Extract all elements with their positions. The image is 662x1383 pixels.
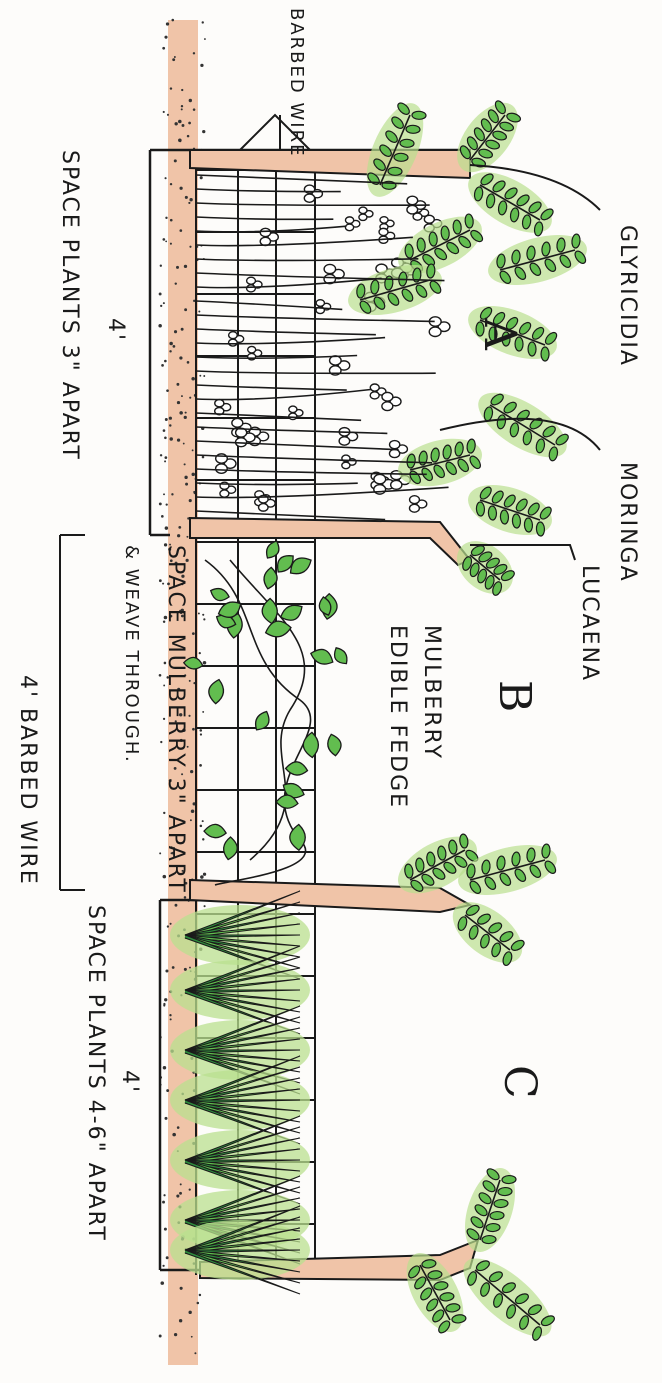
section-a-label: A: [474, 318, 525, 350]
clover-leaf: [289, 413, 297, 419]
frond-leaflet: [394, 153, 408, 161]
clover-leaf: [389, 449, 399, 457]
frond-leaflet: [476, 502, 485, 516]
clover-leaf: [304, 194, 314, 202]
clover-leaf: [359, 207, 367, 213]
glyricidia-label: GLYRICIDIA: [615, 225, 640, 367]
clover-leaf: [382, 402, 393, 411]
mulberry-leaf: [264, 619, 292, 639]
clover-leaf: [374, 474, 386, 483]
clover-leaf: [215, 400, 224, 407]
frond-leaflet: [400, 139, 414, 147]
clover-leaf: [429, 327, 441, 336]
clover-leaf: [248, 346, 256, 352]
frond-leaflet: [498, 1187, 512, 1196]
frond-leaflet: [502, 1175, 516, 1184]
clover-leaf: [410, 496, 420, 504]
mulberry-leaf: [203, 823, 226, 838]
clover-leaf: [370, 392, 379, 399]
mulberry-leaf: [285, 761, 308, 776]
frond-leaflet: [486, 1223, 500, 1232]
clover-leaf: [345, 217, 353, 224]
clover-leaf: [229, 332, 238, 339]
clover-leaf: [409, 504, 419, 512]
mulberry-leaf: [309, 646, 336, 668]
mulberry-edible-fedge-label: MULBERRY EDIBLE FEDGE: [380, 625, 448, 820]
frond-leaflet: [512, 514, 521, 528]
clover-leaf: [247, 285, 256, 292]
clover-leaf: [382, 392, 393, 401]
clover-leaf: [390, 441, 400, 449]
weave-through-label: & WEAVE THROUGH.: [121, 545, 142, 764]
clover-leaf: [289, 406, 297, 412]
clover-leaf: [407, 196, 418, 205]
four-foot-barbed-wire-label: 4' BARBED WIRE: [15, 675, 40, 886]
frond-leaflet: [388, 167, 402, 175]
frond-leaflet: [541, 347, 549, 361]
mulberry-leaf: [207, 678, 225, 704]
mulberry-leaf: [331, 645, 351, 667]
height-c-label: 4': [117, 1070, 142, 1094]
frond-leaflet: [490, 1211, 504, 1220]
mulberry-leaf: [326, 733, 343, 757]
clover-leaf: [379, 228, 388, 235]
space-plants-4-6-label: SPACE PLANTS 4-6" APART: [83, 905, 108, 1242]
mulberry-leaf: [252, 709, 273, 733]
barbed-wire-label: BARBED WIRE: [286, 8, 307, 157]
space-plants-3-label: SPACE PLANTS 3" APART: [57, 150, 82, 461]
frond-leaflet: [406, 125, 420, 133]
pineapple-plant-icon: [170, 891, 310, 1294]
clover-leaf: [342, 462, 350, 468]
clover-leaf: [424, 215, 434, 223]
clover-leaf: [259, 504, 268, 512]
clover-leaf: [220, 490, 229, 497]
section-b-label: B: [489, 680, 540, 712]
frond-leaflet: [528, 342, 536, 356]
moringa-label: MORINGA: [615, 462, 640, 583]
clover-leaf: [232, 418, 243, 427]
clover-leaf: [216, 464, 228, 473]
section-c-label: C: [494, 1065, 545, 1099]
mulberry-leaf: [223, 836, 239, 860]
clover-leaf: [247, 277, 256, 284]
clover-leaf: [229, 339, 238, 346]
mulberry-leaf: [303, 732, 318, 757]
clover-leaf: [391, 480, 402, 489]
frond-leaflet: [412, 111, 426, 119]
clover-leaf: [324, 264, 336, 273]
frond-leaflet: [500, 510, 509, 524]
clover-leaf: [345, 224, 353, 231]
frond-leaflet: [488, 506, 497, 520]
clover-leaf: [407, 205, 418, 214]
lucaena-label: LUCAENA: [577, 565, 602, 682]
glyricidia-trunk: [190, 150, 470, 178]
frond-leaflet: [494, 1199, 508, 1208]
clover-leaf: [339, 437, 350, 445]
frond-leaflet: [482, 1235, 496, 1244]
space-mulberry-label: SPACE MULBERRY 3" APART: [163, 545, 188, 894]
clover-leaf: [316, 300, 324, 307]
mulberry-vine-icon: [183, 539, 350, 885]
frond-leaflet: [524, 518, 533, 532]
clover-leaf: [359, 214, 367, 220]
frond-leaflet: [536, 522, 545, 536]
height-a-label: 4': [103, 318, 128, 342]
mulberry-leaf: [208, 586, 230, 603]
clover-leaf: [260, 228, 270, 236]
clover-leaf: [380, 217, 388, 223]
